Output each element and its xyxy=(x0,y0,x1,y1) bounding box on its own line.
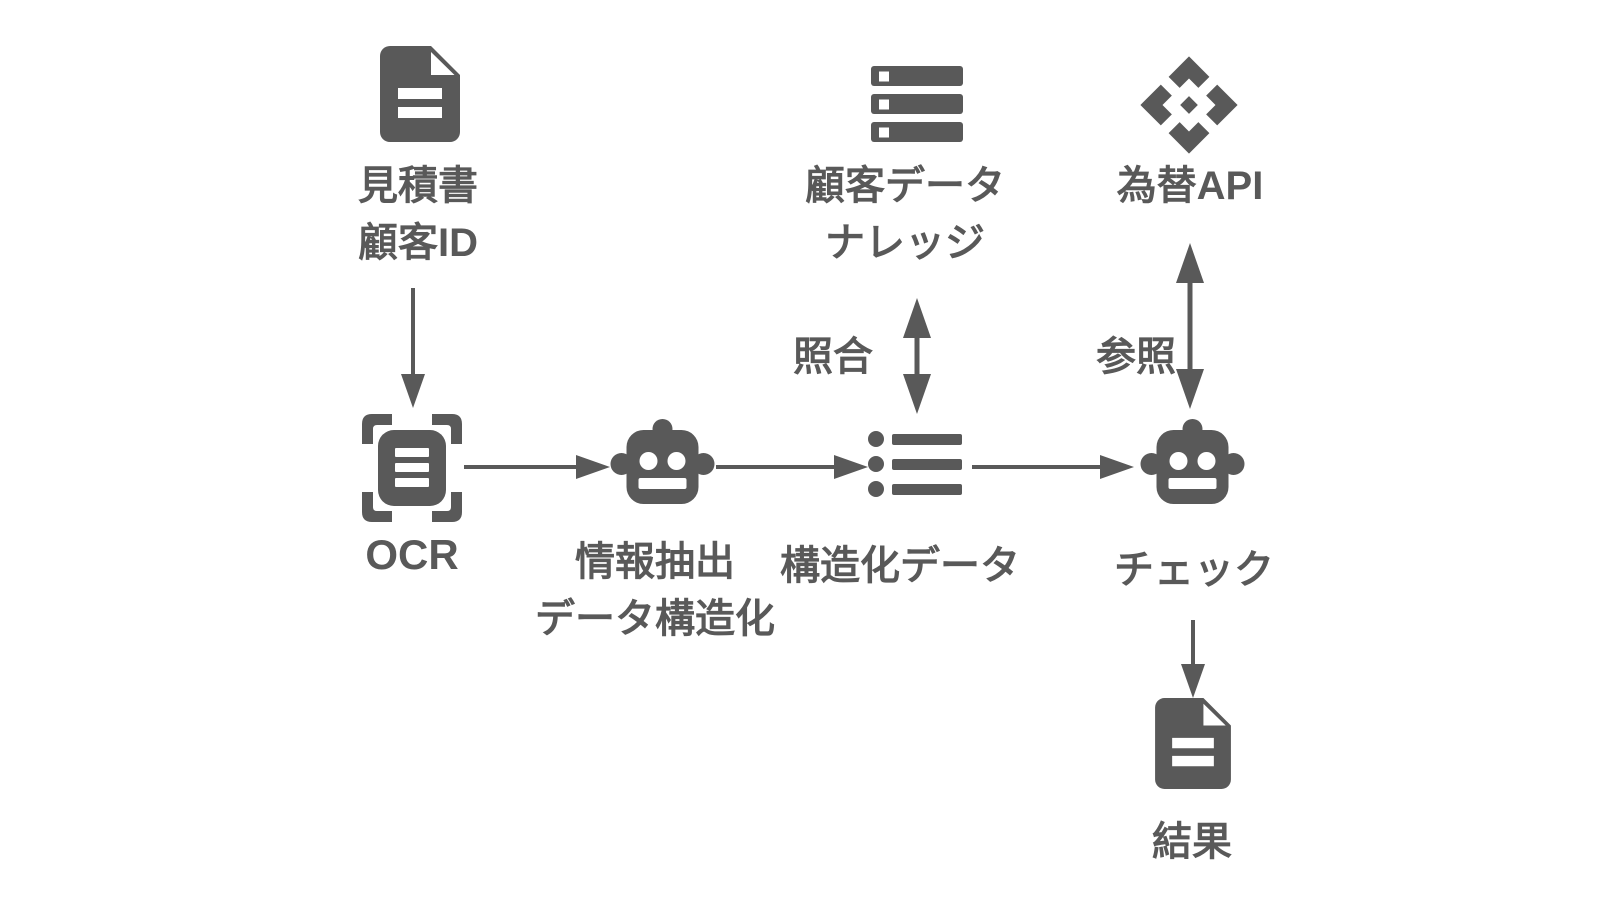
robot-icon xyxy=(1140,419,1245,504)
node-label-result: 結果 xyxy=(1152,814,1232,871)
arrow-extract-to-structured xyxy=(716,455,868,479)
label-line: 見積書 xyxy=(358,164,478,208)
label-line: OCR xyxy=(365,531,459,578)
ocr-scan-icon xyxy=(362,414,462,522)
node-label-structured: 構造化データ xyxy=(780,538,1020,595)
label-line: 為替API xyxy=(1116,164,1264,208)
node-label-knowledge: 顧客データ ナレッジ xyxy=(805,158,1005,272)
document-icon xyxy=(380,46,460,142)
api-icon xyxy=(1140,56,1238,154)
edge-label-reference: 参照 xyxy=(1096,335,1176,379)
label-line: 情報抽出 xyxy=(575,540,735,584)
bulleted-list-icon xyxy=(868,431,962,497)
node-label-exchange-api: 為替API xyxy=(1117,158,1264,215)
document-icon xyxy=(1155,698,1231,789)
label-line: データ構造化 xyxy=(535,597,775,641)
node-label-ocr: OCR xyxy=(365,526,458,583)
label-line: チェック xyxy=(1114,548,1274,592)
node-label-input: 見積書 顧客ID xyxy=(358,158,478,272)
arrow-structured-to-knowledge xyxy=(903,298,931,414)
arrow-structured-to-check xyxy=(972,455,1134,479)
arrow-ocr-to-extract xyxy=(464,455,610,479)
arrow-input-to-ocr xyxy=(401,288,425,408)
arrow-check-to-api xyxy=(1176,243,1204,409)
label-line: 構造化データ xyxy=(780,544,1020,588)
node-label-extract: 情報抽出 データ構造化 xyxy=(535,534,775,648)
database-server-icon xyxy=(871,66,963,142)
label-line: 顧客データ xyxy=(805,164,1005,208)
label-line: ナレッジ xyxy=(825,221,985,265)
arrow-check-to-result xyxy=(1181,620,1205,698)
label-line: 結果 xyxy=(1152,820,1232,864)
robot-icon xyxy=(610,419,715,504)
label-line: 顧客ID xyxy=(358,221,478,265)
edge-label-match: 照合 xyxy=(793,335,873,379)
node-label-check: チェック xyxy=(1114,542,1274,599)
